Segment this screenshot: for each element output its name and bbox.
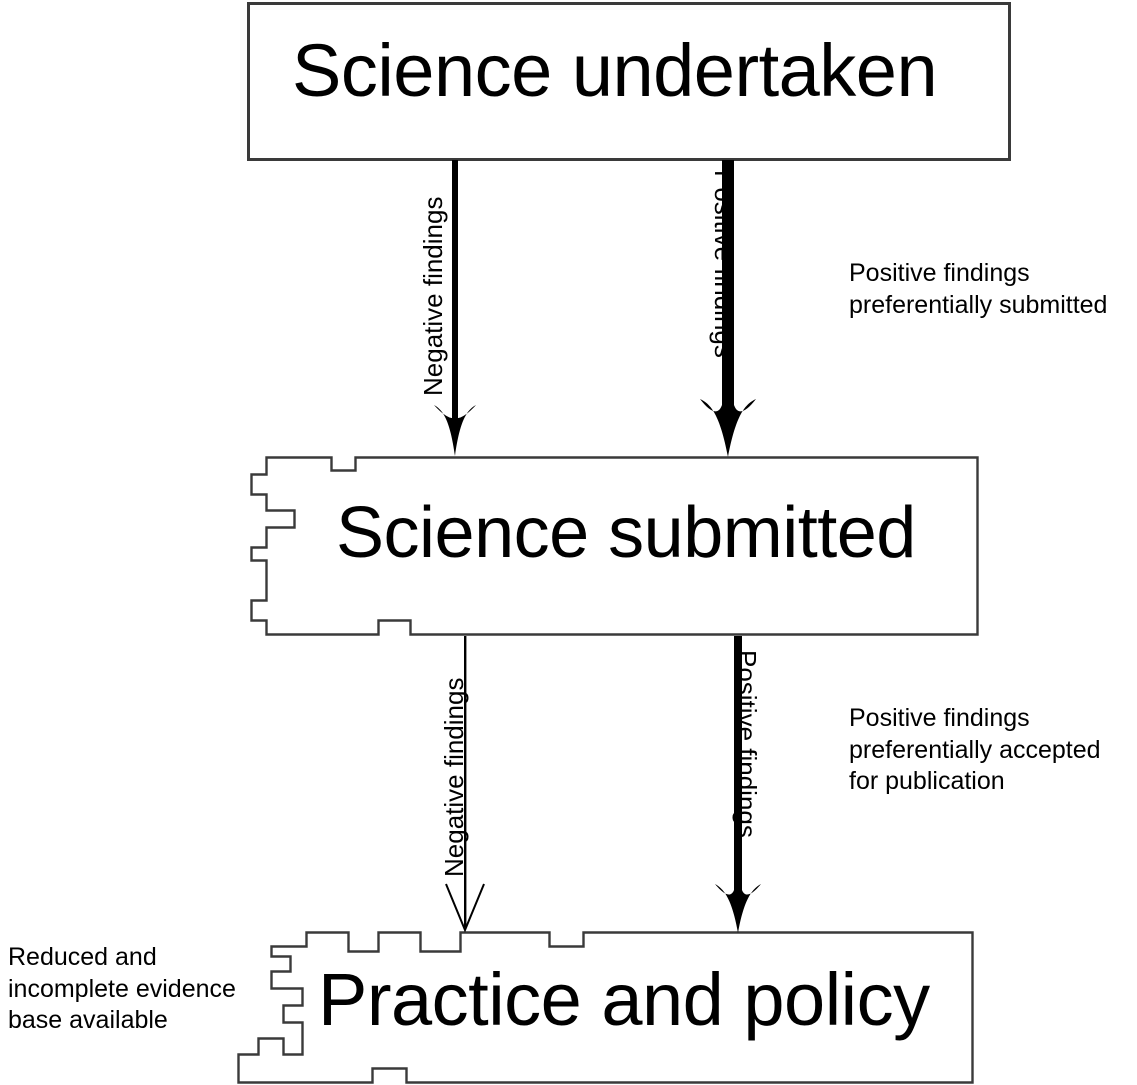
arrow-positive-findings-1-shaft [722, 160, 734, 408]
arrow-negative-findings-1-shaft [452, 160, 458, 412]
arrow-negative-findings-2-head [445, 883, 485, 933]
arrow-negative-findings-1-head [434, 404, 476, 456]
box-science-submitted-shape[interactable] [250, 456, 979, 636]
box-label-practice-and-policy: Practice and policy [318, 958, 930, 1041]
arrow-positive-findings-1[interactable] [700, 160, 756, 457]
arrow-negative-findings-2[interactable] [445, 636, 485, 933]
arrow-label-negative-findings-2: Negative findings [439, 677, 469, 877]
annotation-positive-preferentially-submitted: Positive findings preferentially submitt… [849, 259, 1108, 319]
arrow-negative-findings-2-shaft [464, 636, 467, 927]
box-science-undertaken-shape[interactable] [247, 2, 1011, 161]
box-practice-policy-shape[interactable] [237, 931, 974, 1084]
annotation-reduced-evidence-base: Reduced and incomplete evidence base ava… [8, 943, 236, 1034]
arrow-label-negative-findings-1: Negative findings [418, 196, 448, 396]
arrow-negative-findings-1[interactable] [434, 160, 476, 456]
box-label-science-submitted: Science submitted [336, 493, 916, 573]
box-label-science-undertaken: Science undertaken [292, 29, 938, 112]
arrow-label-positive-findings-1: Positive findings [709, 170, 739, 358]
arrow-positive-findings-2-head [715, 882, 761, 933]
arrow-positive-findings-2[interactable] [715, 636, 761, 933]
annotation-positive-preferentially-accepted: Positive findings preferentially accepte… [849, 704, 1101, 795]
arrow-label-positive-findings-2: Positive findings [732, 650, 762, 838]
arrow-positive-findings-1-head [700, 396, 756, 457]
arrow-positive-findings-2-shaft [734, 636, 742, 894]
